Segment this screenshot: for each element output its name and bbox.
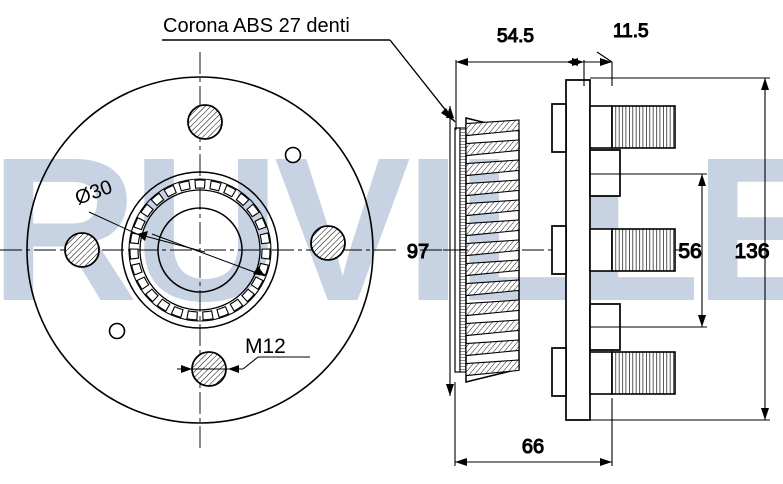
tone-ring-tooth	[241, 288, 256, 303]
tone-ring-cone-tooth	[465, 159, 520, 177]
dimension-lines: 54.5 11.5 97 56	[406, 20, 770, 466]
hub-shoulder-bottom	[551, 347, 567, 397]
tone-ring-cone-tooth	[465, 219, 520, 237]
tone-ring-tooth	[216, 305, 230, 319]
hub-boss-upper	[589, 149, 621, 197]
tone-ring-cone-tooth	[465, 319, 520, 337]
tone-ring-tooth	[150, 192, 165, 207]
hub-shoulder-top	[551, 103, 567, 153]
tone-ring-tooth	[129, 232, 141, 245]
stud-top	[589, 105, 676, 149]
dim-136	[590, 77, 770, 421]
dim-11-5	[566, 51, 613, 86]
tone-ring-tooth	[186, 310, 198, 321]
dim-136-label: 136	[734, 240, 769, 263]
tone-ring-cone-tooth	[465, 339, 520, 357]
tone-ring-tooth	[223, 184, 237, 198]
dim-97-label: 97	[407, 241, 429, 263]
tone-ring-note-label: Corona ABS 27 denti	[163, 15, 350, 37]
wheel-studs-section	[589, 105, 676, 395]
hub-shoulder-mid	[551, 225, 567, 275]
stud-bottom-thread	[611, 351, 676, 395]
stud-hole-left	[64, 232, 100, 268]
stud-top-shank	[589, 105, 613, 149]
section-view	[420, 79, 700, 421]
stud-bottom-shank	[589, 351, 613, 395]
tone-ring-cone-tooth	[465, 119, 520, 137]
tone-ring-mid-circle	[128, 178, 272, 322]
stud-middle-shank	[589, 228, 613, 272]
stud-thread-label: M12	[245, 335, 286, 358]
stud-bottom	[589, 351, 676, 395]
tone-ring-tooth	[209, 180, 222, 192]
tone-ring-cone-tooth	[465, 299, 520, 317]
tone-ring-cone-tooth	[465, 179, 520, 197]
dim-66	[454, 382, 613, 466]
tone-ring-tooth	[129, 248, 140, 260]
tone-ring-cone-tooth	[465, 199, 520, 217]
tone-ring-cone-tooth	[465, 279, 520, 297]
stud-top-thread	[611, 105, 676, 149]
dim-97	[443, 106, 468, 396]
tone-ring-inner-circle	[139, 189, 261, 311]
hub-bore-circle	[157, 207, 243, 293]
stud-hole-right	[310, 225, 346, 261]
tone-ring-tooth	[163, 184, 177, 198]
tone-ring-tooth	[140, 203, 154, 218]
tone-ring-outer-circle	[121, 171, 279, 329]
small-hole-lower-left	[108, 322, 126, 340]
tone-ring-tooth	[259, 232, 271, 245]
dim-66-label: 66	[522, 436, 544, 458]
tone-ring-cone-tooth	[465, 259, 520, 277]
dim-56-label: 56	[678, 240, 701, 263]
tone-ring-tooth	[254, 216, 267, 231]
tone-ring-cone-teeth	[465, 119, 520, 377]
hub-flange-plate	[565, 79, 591, 421]
stud-middle-thread	[611, 228, 676, 272]
tone-ring-tooth	[136, 276, 150, 291]
tone-ring-tooth	[178, 180, 191, 192]
small-hole-upper-right	[284, 146, 302, 164]
tone-ring-tooth	[133, 216, 146, 231]
tone-ring-tooth	[194, 179, 206, 189]
hub-flange-section	[551, 79, 621, 421]
tone-ring-teeth	[129, 179, 271, 321]
front-view	[0, 52, 400, 448]
stud-thread-leader	[177, 356, 310, 373]
tone-ring-tooth	[131, 262, 143, 276]
bore-diameter-leader	[88, 211, 266, 277]
tone-ring-tooth	[144, 288, 159, 303]
tone-ring-tooth	[170, 305, 184, 319]
tone-ring-cone-tooth	[465, 239, 520, 257]
stud-middle	[589, 228, 676, 272]
tone-ring-tooth	[156, 298, 171, 312]
tone-ring-cone-tooth	[465, 359, 520, 377]
tone-ring-tooth	[260, 248, 271, 260]
dim-11-5-label: 11.5	[613, 21, 649, 42]
tone-ring-cone-tooth	[465, 139, 520, 157]
dim-54-5-label: 54.5	[497, 26, 534, 47]
tone-ring-tooth	[235, 192, 250, 207]
dim-56	[590, 173, 707, 328]
tone-ring-tooth	[202, 310, 214, 321]
tone-ring-tooth	[229, 298, 244, 312]
tone-ring-tooth	[246, 203, 260, 218]
stud-hole-top	[187, 104, 223, 140]
tone-ring-tooth	[250, 276, 264, 291]
